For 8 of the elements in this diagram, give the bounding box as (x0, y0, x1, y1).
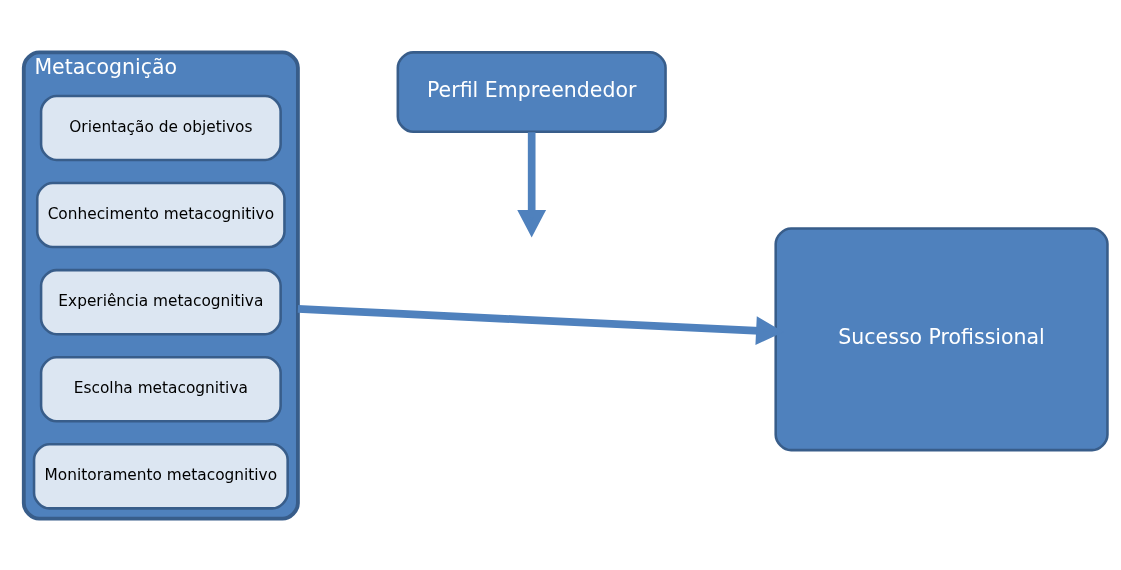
node-box: Sucesso Profissional (774, 226, 1109, 451)
node-box: Monitoramento metacognitivo (32, 442, 289, 510)
arrow (517, 131, 547, 237)
node-box: Escolha metacognitiva (39, 355, 282, 423)
node-box: Perfil Empreendedor (396, 50, 667, 133)
node-box: Experiência metacognitiva (39, 268, 282, 335)
node-box: Orientação de objetivos (39, 94, 282, 161)
node-box: Conhecimento metacognitivo (35, 181, 286, 248)
